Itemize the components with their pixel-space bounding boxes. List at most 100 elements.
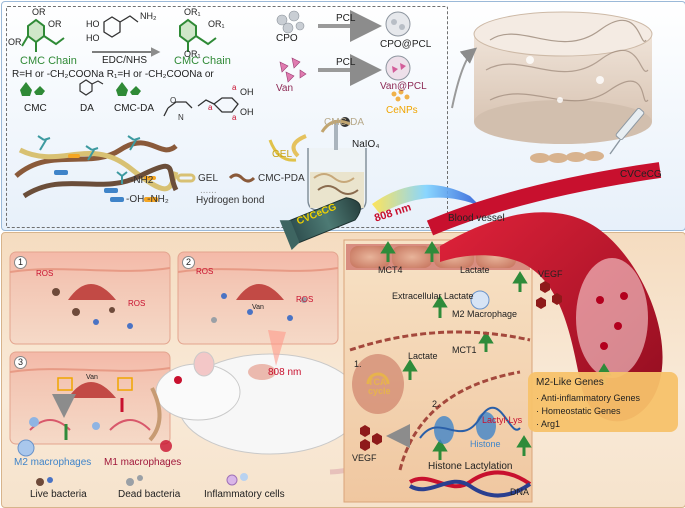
polymer-network-illustration [14, 135, 179, 199]
wound-panel-1 [9, 251, 171, 345]
ros-label-3: ROS [196, 267, 214, 276]
panel-1-badge: 1 [14, 256, 27, 269]
legend-hbond-dots: ...... [200, 185, 217, 196]
m2-macrophage-cell [470, 290, 490, 310]
van-label: Van [276, 83, 294, 94]
beaker-cmc-da-label: CMC-DA [324, 117, 364, 128]
cpo-particles-icon [276, 10, 305, 34]
panel-3-badge: 3 [14, 356, 27, 369]
vessel-lumen [576, 258, 648, 378]
step2-label: 2. [432, 399, 440, 409]
legend-nh2-glyph [116, 171, 128, 184]
legend-cmc-pda-glyph [228, 173, 256, 183]
n-atom: N [178, 113, 184, 122]
histone-label: Histone [470, 439, 501, 449]
mct1-label: MCT1 [452, 345, 477, 355]
pcl-label-top: PCL [336, 13, 356, 24]
rat-laser-cone [268, 330, 286, 366]
panel-2-badge: 2 [182, 256, 195, 269]
to-hydrogel-arrow [451, 47, 478, 109]
or1-label-3: OR₁ [184, 49, 201, 59]
live-bacteria-legend: Live bacteria [30, 489, 87, 500]
vegf-hexagons-top [536, 281, 562, 309]
m2-macrophages-legend: M2 macrophages [14, 457, 92, 468]
a-label-3: a [232, 113, 237, 122]
legend-oh-glyph [110, 197, 124, 202]
step1-label: 1. [354, 359, 362, 369]
m2-like-genes-title: M2-Like Genes [536, 377, 604, 388]
van-pcl-label: Van@PCL [380, 81, 427, 92]
gene-item-3: · Arg1 [536, 419, 561, 429]
lactate-top-label: Lactate [460, 265, 490, 275]
lactate-mid-label: Lactate [408, 351, 438, 361]
naio4-label: NaIO₄ [352, 139, 380, 150]
cmc-da-label: CMC-DA [114, 103, 154, 114]
vessel-branch [426, 162, 662, 236]
hydrogel-label: CVCeCG [620, 169, 662, 180]
pcl-label-bottom: PCL [336, 57, 356, 68]
m2-macrophage-label: M2 Macrophage [452, 309, 518, 319]
da-label: DA [80, 103, 94, 114]
vegf-bottom-label: VEGF [352, 453, 377, 463]
oh-product-label-2: OH [240, 107, 254, 117]
cmc-da-small-icon [116, 82, 141, 96]
wound-panel-3 [9, 351, 171, 445]
reaction-beaker [291, 117, 367, 211]
mct4-label: MCT4 [378, 265, 403, 275]
a-label-2: a [208, 103, 213, 112]
m1-macrophages-legend: M1 macrophages [104, 457, 182, 468]
van-pcl-sphere [385, 55, 411, 81]
nucleus-membrane [398, 370, 521, 471]
cenps-particles-icon [391, 89, 410, 102]
cmc-structure-right [179, 18, 217, 52]
van-label-2: Van [86, 374, 98, 381]
live-bacteria-icon [36, 477, 53, 486]
legend-nh2-bar-glyph [144, 197, 158, 202]
ros-label-2: ROS [128, 299, 146, 308]
m2-macrophage-icon [17, 439, 35, 457]
vegf-hexagons-bottom [360, 425, 382, 451]
tca-cycle-arrow [366, 372, 390, 385]
or1-label-2: OR₁ [208, 19, 225, 29]
r-definition-text: R=H or -CH₂COONa R₁=H or -CH₂COONa or [12, 69, 214, 80]
legend-cmc-pda-label: CMC-PDA [258, 173, 305, 184]
gene-item-2: · Homeostatic Genes [536, 406, 621, 416]
nh2-da-label: NH₂ [140, 11, 157, 21]
dead-bacteria-icon [126, 475, 143, 486]
gene-item-1: · Anti-inflammatory Genes [536, 393, 641, 403]
cmc-small-icon [20, 82, 45, 96]
green-up-arrows [380, 241, 612, 460]
or-label-1: OR [32, 7, 46, 17]
or-label-3: OR [8, 37, 22, 47]
gel-arrow [268, 139, 297, 162]
vegf-top-label: VEGF [538, 269, 563, 279]
oh-product-label-1: OH [240, 87, 254, 97]
dead-bacteria-legend: Dead bacteria [118, 489, 181, 500]
legend-oh-nh2-label: -OH -NH₂ [126, 194, 169, 205]
cmc-label: CMC [24, 103, 47, 114]
laser-beam [372, 184, 480, 214]
m1-macrophage-icon [160, 440, 172, 452]
ros-label-4: ROS [296, 295, 314, 304]
inflammatory-cells-legend: Inflammatory cells [204, 489, 285, 500]
m2-genes-box [528, 372, 678, 432]
synthesis-dashed-box [6, 6, 448, 228]
ros-label-1: ROS [36, 269, 54, 278]
edc-nhs-label: EDC/NHS [102, 55, 148, 66]
dna-label: DNA [510, 487, 530, 497]
dopamine-structure [103, 15, 139, 38]
cmc-chain-right-label: CMC Chain [174, 55, 231, 67]
tca-cycle-label: TCA cycle [368, 377, 391, 396]
or-label-2: OR [48, 19, 62, 29]
o-atom: O [170, 96, 176, 105]
wound-panel-2 [177, 251, 339, 345]
extracellular-lactate-label: Extracellular Lactate [392, 291, 474, 301]
da-small-icon [79, 79, 104, 96]
mitochondrion [352, 354, 404, 414]
cmc-structure-left [21, 18, 65, 52]
injected-gel-strand [530, 151, 604, 163]
rat-laser-label: 808 nm [268, 367, 302, 378]
blood-vessel-label: Blood vessel [448, 213, 505, 224]
